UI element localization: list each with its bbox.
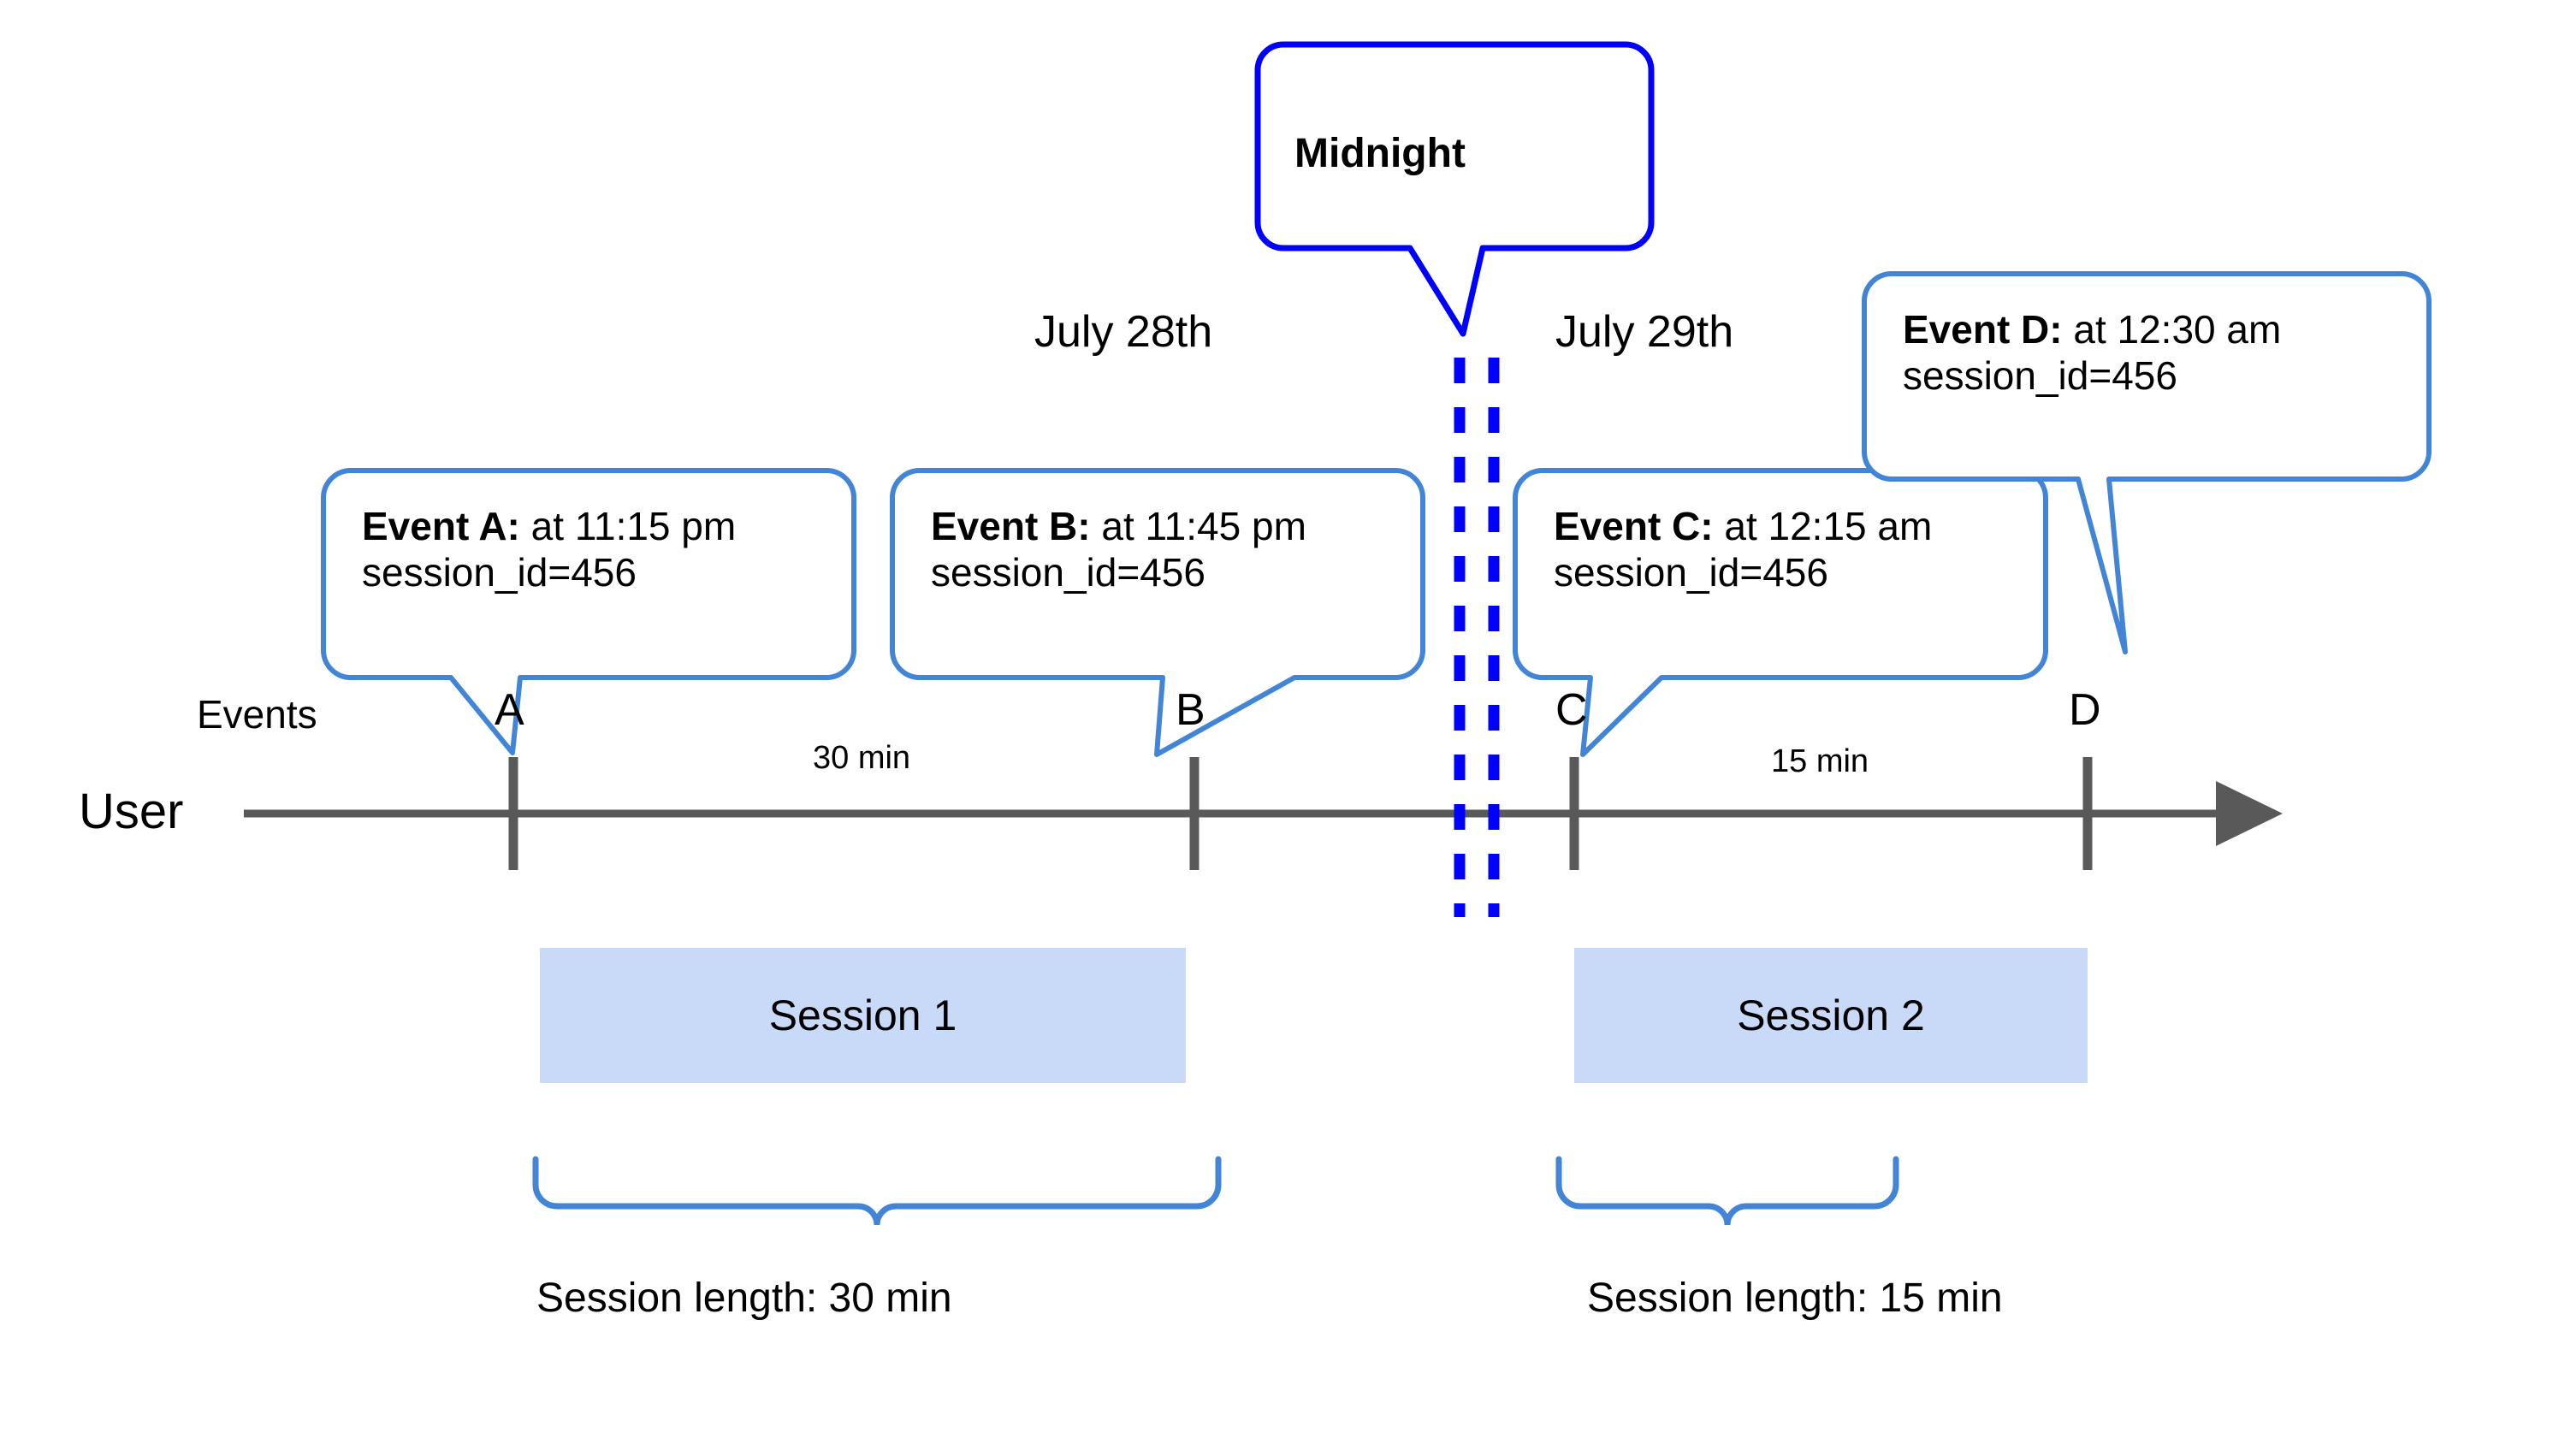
event-a-detail: at 11:15 pm xyxy=(519,504,737,548)
event-b-lead: Event B: xyxy=(931,504,1091,548)
events-lane-label: Events xyxy=(197,692,317,737)
session-2-box: Session 2 xyxy=(1574,948,2088,1083)
event-c-session-id: session_id=456 xyxy=(1554,550,1828,595)
event-a-lead: Event A: xyxy=(362,504,520,548)
tick-label-a: A xyxy=(495,685,524,735)
session-1-brace xyxy=(532,1156,1222,1226)
tick-label-d: D xyxy=(2069,685,2101,735)
session-2-label: Session 2 xyxy=(1737,991,1925,1039)
session-1-box: Session 1 xyxy=(540,948,1186,1083)
event-d-session-id: session_id=456 xyxy=(1903,353,2177,399)
event-d-lead: Event D: xyxy=(1903,307,2063,352)
user-lane-label: User xyxy=(79,784,184,839)
event-a-callout-text: Event A: at 11:15 pm session_id=456 xyxy=(362,503,736,596)
event-d-callout-text: Event D: at 12:30 am session_id=456 xyxy=(1903,306,2281,400)
session-2-brace xyxy=(1555,1156,1899,1226)
session-1-length-label: Session length: 30 min xyxy=(536,1275,952,1321)
event-b-session-id: session_id=456 xyxy=(931,550,1205,595)
duration-label-c-to-d: 15 min xyxy=(1771,743,1869,779)
session-2-length-label: Session length: 15 min xyxy=(1587,1275,2003,1321)
event-b-detail: at 11:45 pm xyxy=(1090,504,1306,548)
midnight-divider xyxy=(1454,358,1500,917)
session-1-label: Session 1 xyxy=(768,991,957,1039)
tick-label-b: B xyxy=(1176,685,1205,735)
date-label-july-29: July 29th xyxy=(1555,307,1734,357)
event-a-session-id: session_id=456 xyxy=(362,550,637,595)
tick-label-c: C xyxy=(1555,685,1588,735)
midnight-label: Midnight xyxy=(1294,131,1466,176)
event-c-callout-text: Event C: at 12:15 am session_id=456 xyxy=(1554,503,1932,596)
date-label-july-28: July 28th xyxy=(1034,307,1213,357)
event-c-lead: Event C: xyxy=(1554,504,1714,548)
event-d-detail: at 12:30 am xyxy=(2062,307,2282,352)
midnight-callout-shape xyxy=(1254,41,1655,337)
event-b-callout-text: Event B: at 11:45 pm session_id=456 xyxy=(931,503,1306,596)
event-c-detail: at 12:15 am xyxy=(1713,504,1933,548)
duration-label-a-to-b: 30 min xyxy=(813,740,911,776)
timeline-axis xyxy=(244,781,2283,846)
